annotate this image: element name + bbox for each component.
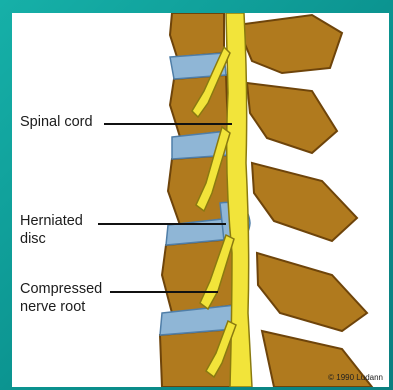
spinous-process-2: [247, 83, 337, 153]
label-compressed-line1: Compressed: [20, 281, 102, 298]
spinous-process-3: [252, 163, 357, 241]
label-compressed-line2: nerve root: [20, 299, 85, 316]
vertebral-body-1: [170, 13, 224, 57]
leader-line-herniated-disc: [98, 223, 226, 225]
diagram-panel: Spinal cord Herniated disc Compressed ne…: [12, 13, 389, 387]
label-spinal-cord: Spinal cord: [20, 114, 93, 131]
leader-line-compressed-nerve: [110, 291, 218, 293]
copyright-text: © 1990 Ludann: [328, 373, 383, 382]
spinous-process-4: [257, 253, 367, 331]
spine-illustration: [12, 13, 389, 387]
label-herniated-line2: disc: [20, 231, 46, 248]
leader-line-spinal-cord: [104, 123, 232, 125]
label-herniated-line1: Herniated: [20, 213, 83, 230]
spinous-process-1: [237, 15, 342, 73]
